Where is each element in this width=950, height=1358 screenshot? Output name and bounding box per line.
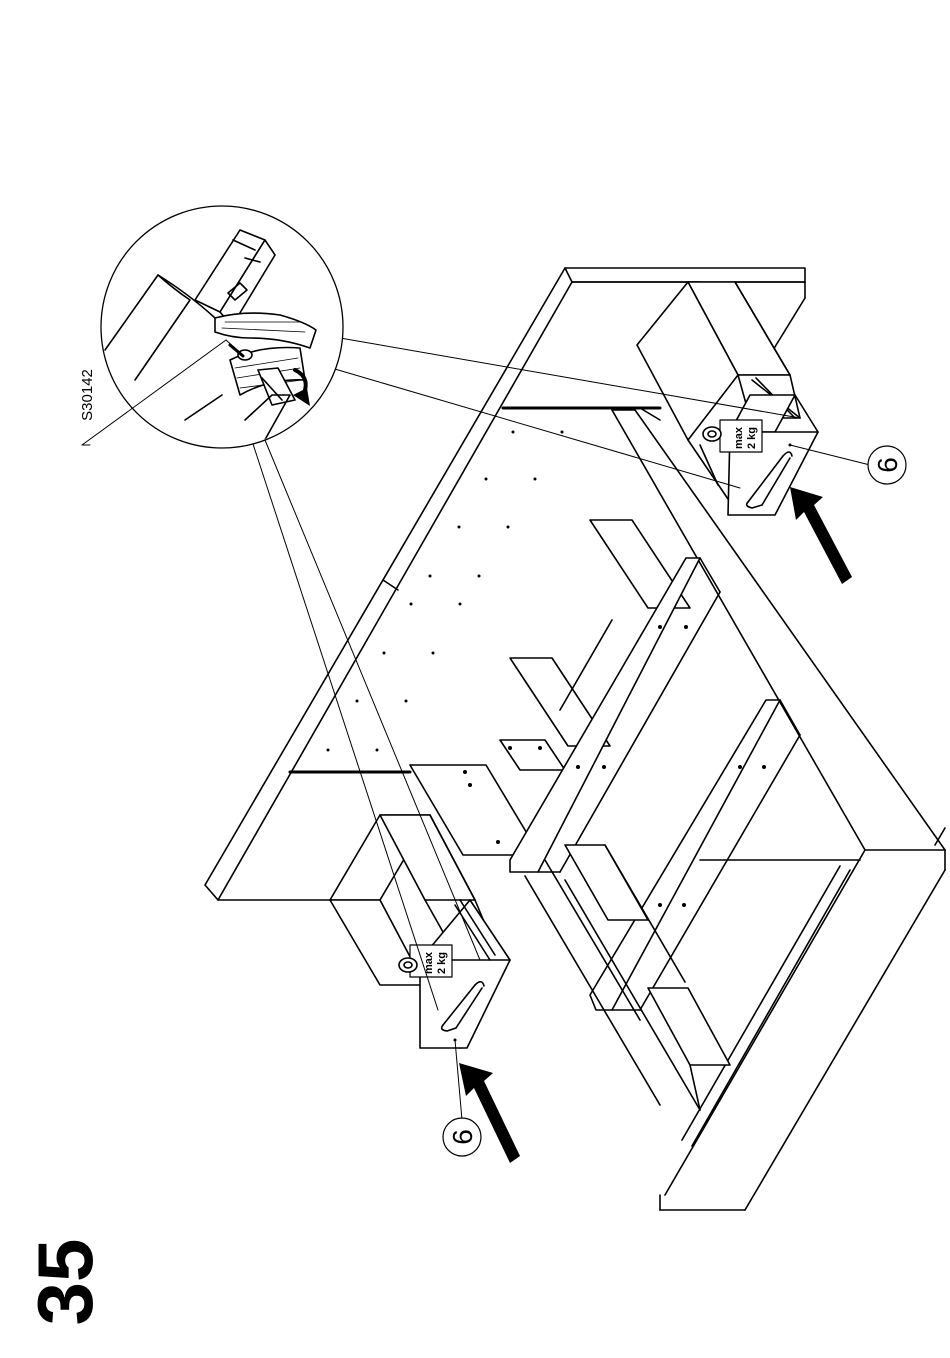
callout-6-upper-text: 6	[872, 457, 903, 473]
step-number: 35	[21, 1239, 109, 1326]
push-arrow-upper-icon	[790, 487, 852, 584]
knob-icon	[399, 958, 417, 972]
knob-icon	[703, 427, 721, 441]
weight-label-upper-line1: max	[733, 426, 745, 449]
callout-6-lower: 6	[443, 1040, 481, 1156]
callout-6-lower-text: 6	[447, 1129, 478, 1145]
weight-label-lower-line2: 2 kg	[436, 952, 448, 974]
drawer-lower: max 2 kg	[399, 900, 510, 1048]
weight-label-upper-line2: 2 kg	[746, 427, 758, 449]
weight-label-upper: max 2 kg	[720, 420, 762, 452]
step-number-text: 35	[21, 1239, 109, 1326]
part-code-label: S30142	[79, 369, 96, 421]
